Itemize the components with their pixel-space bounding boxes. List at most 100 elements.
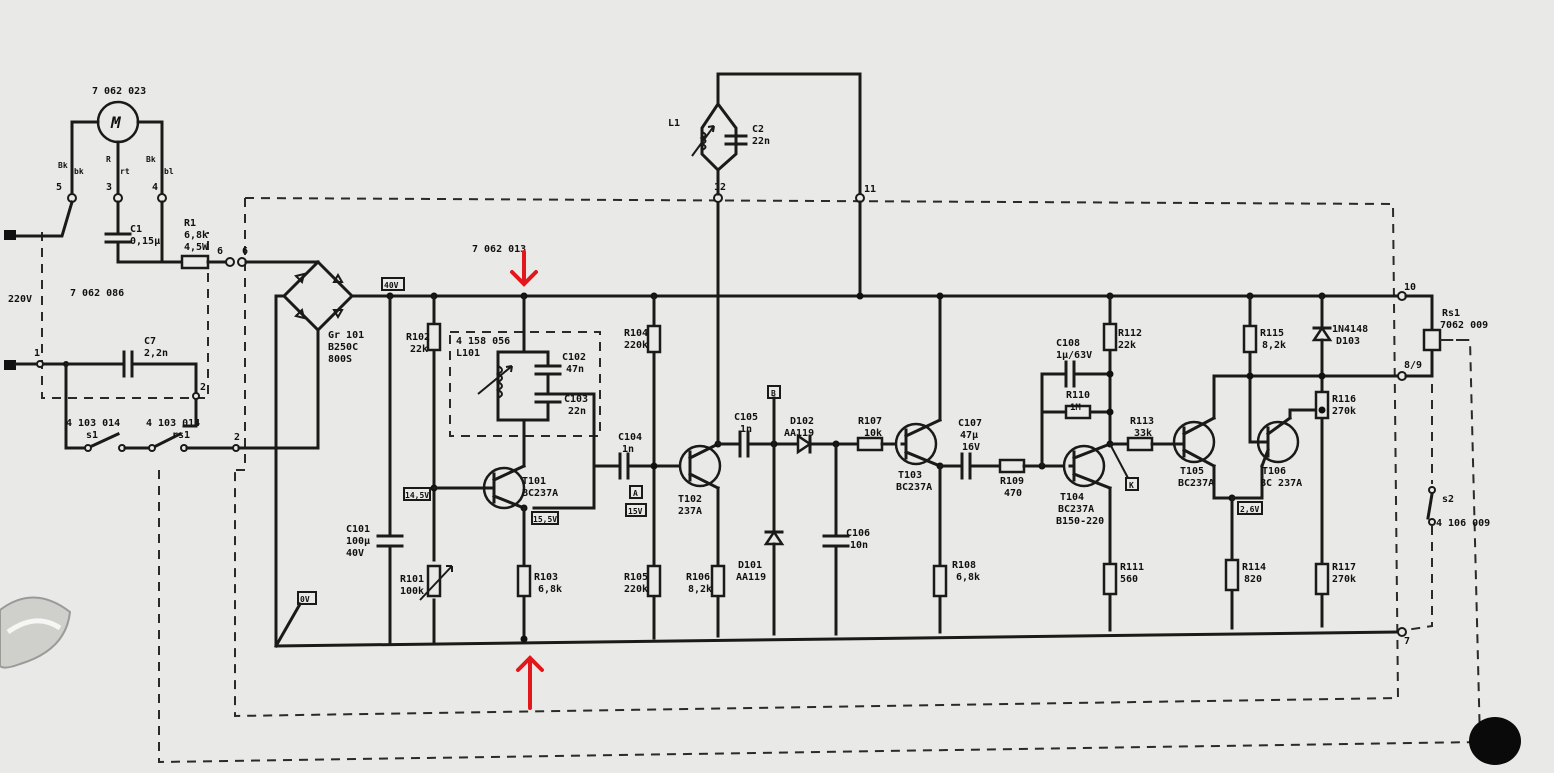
- terminal-10-label: 10: [1404, 282, 1416, 293]
- c7-value: 2,2n: [144, 348, 168, 359]
- red-markers: [510, 250, 544, 710]
- l1-adjust-arrow: [691, 125, 715, 157]
- r115-label: R115: [1260, 328, 1284, 339]
- voltage-badge-0v: [297, 591, 317, 605]
- r112-label: R112: [1118, 328, 1142, 339]
- board-module-number: 7 062 013: [472, 244, 526, 255]
- r115-resistor: [1242, 324, 1258, 354]
- r102-value: 22k: [410, 344, 428, 355]
- voltage-14-5v: 14,5V: [405, 491, 429, 500]
- motor-wire-label-3: bl: [164, 167, 174, 176]
- voltage-0v: 0V: [300, 595, 310, 604]
- r106-label: R106: [686, 572, 710, 583]
- bridge-rectifier: Gr 101 B250C 800S 40V 0V: [273, 259, 1434, 649]
- d101-label: D101: [738, 560, 762, 571]
- terminal-6a-label: 6: [217, 246, 223, 257]
- r111-value: 560: [1120, 574, 1138, 585]
- c101-capacitor: [376, 294, 404, 646]
- d103-type: 1N4148: [1332, 324, 1368, 335]
- r111-resistor: [1102, 562, 1118, 596]
- s2-blade: [1426, 492, 1434, 520]
- voltage-15v: 15V: [628, 507, 643, 516]
- c101-label: C101: [346, 524, 370, 535]
- r101-label: R101: [400, 574, 424, 585]
- r117-label: R117: [1332, 562, 1356, 573]
- c105-capacitor: [716, 430, 800, 458]
- outer-boundary: [158, 339, 1482, 764]
- r110-value: 1M: [1070, 403, 1081, 413]
- r114-resistor: [1224, 558, 1240, 592]
- r113-label: R113: [1130, 416, 1154, 427]
- s1-wire-in: [64, 362, 86, 450]
- s1-contact-a: [84, 444, 92, 452]
- relay-wires: [1404, 294, 1434, 378]
- s2-part: 4 106 009: [1436, 518, 1490, 529]
- l101-adjust-arrow: [477, 365, 513, 395]
- c107-label: C107: [958, 418, 982, 429]
- tank-frame: [700, 101, 738, 196]
- mains-wire-top: [8, 200, 74, 238]
- mains-plug-bottom: [4, 360, 16, 370]
- terminal-11-label: 11: [864, 184, 876, 195]
- binder-hole-bottom-right: [1469, 717, 1521, 765]
- r112-resistor: [1102, 322, 1118, 352]
- tank-to-terminal-11: [716, 72, 862, 196]
- mains-plug-top: [4, 230, 16, 240]
- terminal-1: [36, 360, 44, 368]
- r106-value: 8,2k: [688, 584, 712, 595]
- motor-pin-4: 4: [152, 182, 158, 193]
- voltage-2-6v: 2,6V: [1240, 505, 1259, 514]
- t101-type: BC237A: [522, 488, 558, 499]
- test-point-a: [629, 485, 643, 499]
- c103-value: 22n: [568, 406, 586, 417]
- r116-label: R116: [1332, 394, 1356, 405]
- r102-label: R102: [406, 332, 430, 343]
- d103-r116-r117-wire: [1312, 326, 1332, 628]
- bridge-frame: [281, 259, 355, 333]
- r108-label: R108: [952, 560, 976, 571]
- d103-diode: [1311, 325, 1333, 342]
- motor-wire-color-1: Bk: [58, 161, 68, 170]
- s2-contact-a: [1428, 486, 1436, 494]
- t105-emitter: [1212, 464, 1234, 500]
- c108-label: C108: [1056, 338, 1080, 349]
- c108-value: 1µ/63V: [1056, 350, 1092, 361]
- coil-module-boundary: [449, 331, 601, 437]
- s2-contact-b: [1428, 518, 1436, 526]
- gr101-rating: 800S: [328, 354, 352, 365]
- terminal-1-label: 1: [34, 348, 40, 359]
- motor-part-number: 7 062 023: [92, 86, 146, 97]
- t105-collector: [1212, 374, 1402, 420]
- r112-value: 22k: [1118, 340, 1136, 351]
- c106-label: C106: [846, 528, 870, 539]
- buffer-stage: C104 1n R104 220k R105 220k A 15V T102 2…: [592, 200, 726, 640]
- terminal-2-label: 2: [234, 432, 240, 443]
- c104-label: C104: [618, 432, 642, 443]
- c2-value: 22n: [752, 136, 770, 147]
- voltage-15-5v: 15,5V: [533, 515, 557, 524]
- r107-resistor: [856, 436, 884, 452]
- c107-capacitor: [938, 452, 1002, 480]
- motor-wire-color-3: Bk: [146, 155, 156, 164]
- t103-label: T103: [898, 470, 922, 481]
- board-boundary-left: [235, 198, 246, 471]
- module-boundaries: [41, 197, 1482, 764]
- c107-value: 47µ: [960, 430, 978, 441]
- voltage-badge-155: [531, 511, 559, 525]
- external-tank: 12 L1 C2 22n 11: [668, 72, 876, 300]
- terminal-2-module-label: 2: [200, 382, 206, 393]
- r110-resistor: [1064, 404, 1092, 420]
- t106-leads: [1248, 415, 1293, 468]
- r115-value: 8,2k: [1262, 340, 1286, 351]
- c107-voltage: 16V: [962, 442, 980, 453]
- t106-type: BC 237A: [1260, 478, 1302, 489]
- c7-wires: [64, 362, 198, 394]
- d101-diode: [763, 529, 785, 546]
- tank-capacitors: [522, 350, 562, 422]
- r107-label: R107: [858, 416, 882, 427]
- red-arrow-top: [510, 250, 538, 287]
- r117-value: 270k: [1332, 574, 1356, 585]
- mains-module-boundary: [41, 232, 209, 399]
- motor-pin-5: 5: [56, 182, 62, 193]
